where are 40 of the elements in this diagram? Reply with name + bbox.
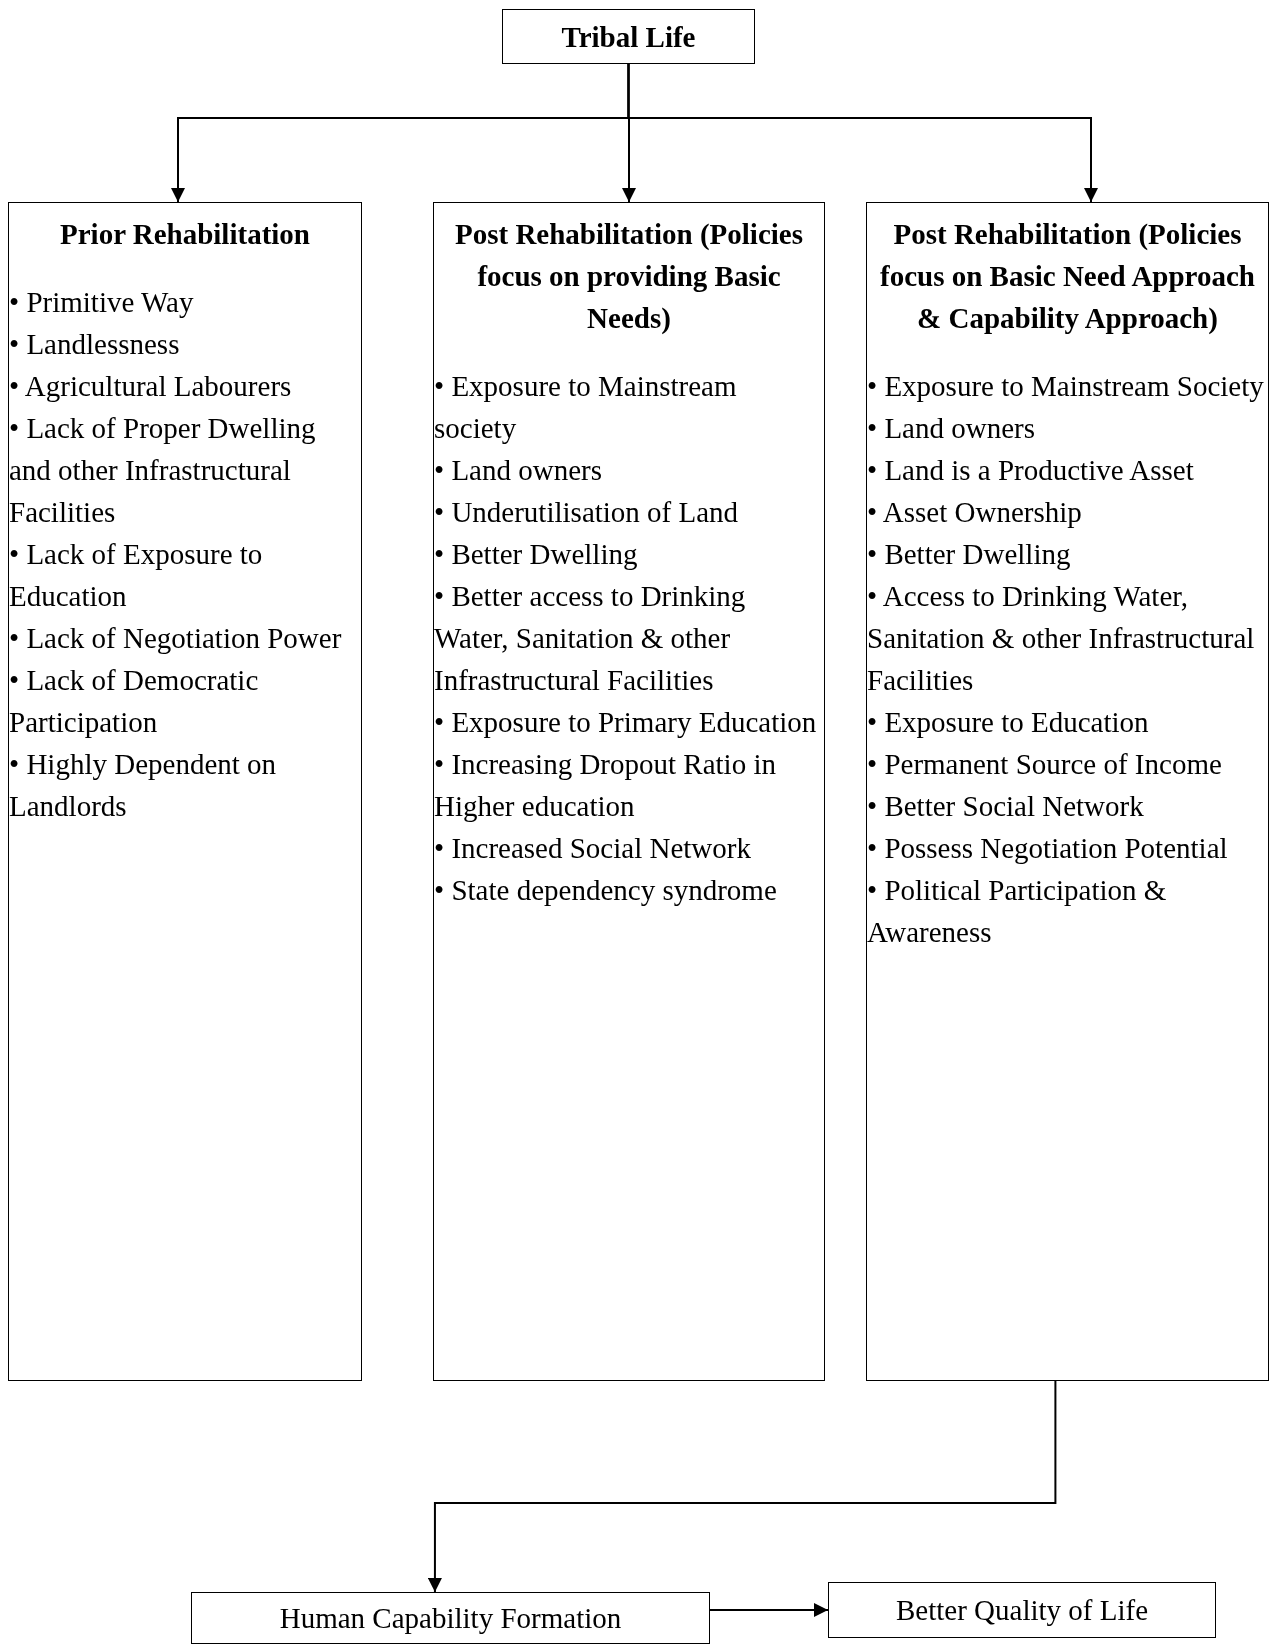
list-item: • Exposure to Mainstream Society bbox=[867, 369, 1265, 404]
column-heading: Prior Rehabilitation bbox=[59, 217, 311, 252]
list-item: • Land owners bbox=[867, 411, 1036, 446]
arrow bbox=[427, 1380, 1057, 1593]
list-item: • Better Dwelling bbox=[867, 537, 1072, 572]
list-item: • Land owners bbox=[434, 453, 603, 488]
column-box bbox=[8, 202, 362, 1381]
list-item: • Land is a Productive Asset bbox=[867, 453, 1195, 488]
arrow bbox=[709, 1603, 829, 1617]
arrow bbox=[627, 63, 1098, 203]
list-item: • Increasing Dropout Ratio in Higher education bbox=[434, 747, 777, 824]
list-item: • Better Social Network bbox=[867, 789, 1145, 824]
list-item: • Asset Ownership bbox=[867, 495, 1083, 530]
list-item: • Lack of Negotiation Power bbox=[9, 621, 343, 656]
list-item: • State dependency syndrome bbox=[434, 873, 778, 908]
list-item: • Lack of Proper Dwelling and other Infrastructural Facilities bbox=[9, 411, 317, 530]
list-item: • Exposure to Education bbox=[867, 705, 1150, 740]
column-box bbox=[433, 202, 825, 1381]
list-item: • Lack of Democratic Participation bbox=[9, 663, 260, 740]
list-item: • Lack of Exposure to Education bbox=[9, 537, 264, 614]
process-box: Better Quality of Life bbox=[828, 1582, 1216, 1638]
column-heading: Post Rehabilitation (Policies focus on providing Basic Needs) bbox=[454, 217, 804, 336]
list-item: • Political Participation & Awareness bbox=[867, 873, 1168, 950]
list-item: • Possess Negotiation Potential bbox=[867, 831, 1229, 866]
process-box: Human Capability Formation bbox=[191, 1592, 710, 1644]
list-item: • Exposure to Mainstream society bbox=[434, 369, 738, 446]
list-item: • Permanent Source of Income bbox=[867, 747, 1223, 782]
list-item: • Underutilisation of Land bbox=[434, 495, 740, 530]
list-item: • Better Dwelling bbox=[434, 537, 639, 572]
list-item: • Primitive Way bbox=[9, 285, 195, 320]
list-item: • Increased Social Network bbox=[434, 831, 752, 866]
column-heading: Post Rehabilitation (Policies focus on Basic Need Approach & Capability Approach) bbox=[879, 217, 1256, 336]
column-box bbox=[866, 202, 1269, 1381]
list-item: • Exposure to Primary Education bbox=[434, 705, 818, 740]
list-item: • Access to Drinking Water, Sanitation & other Infrastructural Facilities bbox=[867, 579, 1256, 698]
process-box: Tribal Life bbox=[502, 9, 755, 64]
list-item: • Better access to Drinking Water, Sanitation & other Infrastructural Facilities bbox=[434, 579, 747, 698]
list-item: • Landlessness bbox=[9, 327, 181, 362]
list-item: • Agricultural Labourers bbox=[9, 369, 293, 404]
list-item: • Highly Dependent on Landlords bbox=[9, 747, 278, 824]
